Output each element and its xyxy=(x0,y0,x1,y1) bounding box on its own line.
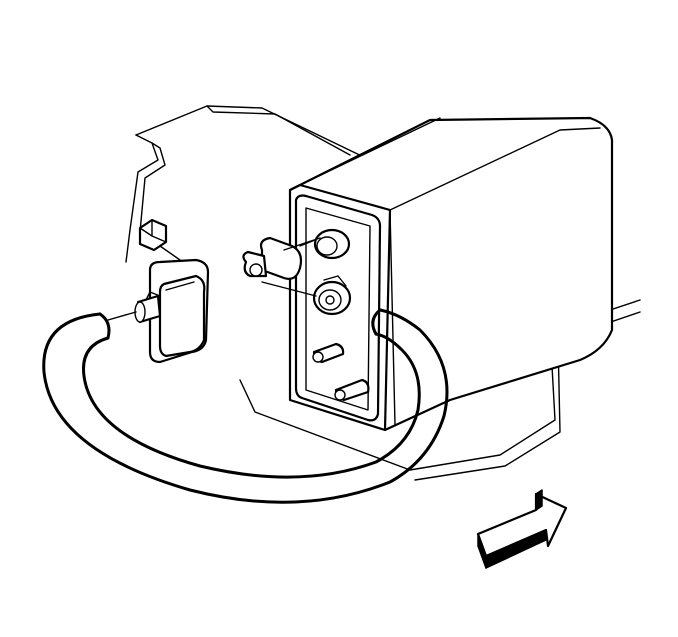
inlet-port xyxy=(312,275,352,316)
small-nipples xyxy=(312,342,370,402)
mounting-bolt xyxy=(138,218,186,269)
connector-panel xyxy=(294,194,382,422)
direction-arrow xyxy=(476,489,568,569)
connector-plug xyxy=(242,236,321,297)
vacuum-hose xyxy=(42,308,449,504)
solenoid-valve xyxy=(107,258,210,364)
canister-housing xyxy=(288,116,614,432)
outlet-port xyxy=(299,228,351,260)
